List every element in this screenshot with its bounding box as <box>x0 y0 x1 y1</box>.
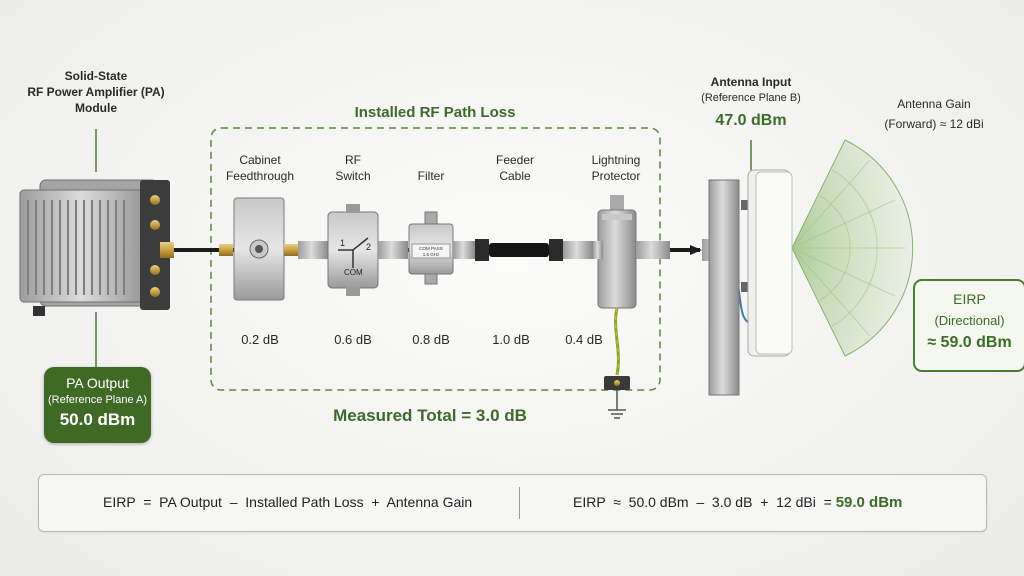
rf-switch-icon <box>298 204 408 296</box>
ground-wire <box>604 307 630 410</box>
cabinet-feedthrough-icon <box>219 197 298 301</box>
ground-symbol-icon <box>608 409 626 419</box>
eirp-value: ≈ 59.0 dBm <box>927 334 1012 351</box>
pa-module-title-line2: RF Power Amplifier (PA) <box>27 85 165 99</box>
component-label-lightning-protector: Lightning Protector <box>576 152 656 184</box>
loss-value-rf-switch: 0.6 dB <box>334 332 372 347</box>
antenna-input-subtitle: (Reference Plane B) <box>701 92 801 104</box>
measured-total: Measured Total = 3.0 dB <box>333 406 527 425</box>
eirp-subtitle: (Directional) <box>934 313 1005 328</box>
path-loss-title: Installed RF Path Loss <box>354 104 516 121</box>
component-label-cabinet-feedthrough: Cabinet Feedthrough <box>224 152 296 184</box>
antenna-input-title: Antenna Input <box>710 75 792 89</box>
antenna-input-label: Antenna Input (Reference Plane B) 47.0 d… <box>686 74 816 130</box>
filter-label-line1: COM PASS <box>419 246 442 251</box>
antenna-beam <box>791 139 914 357</box>
pa-output-subtitle: (Reference Plane A) <box>47 394 148 406</box>
antenna-input-value: 47.0 dBm <box>715 112 787 129</box>
pa-output-value: 50.0 dBm <box>59 410 136 429</box>
switch-port-1: 1 <box>340 238 345 248</box>
component-name-line: Feedthrough <box>225 169 295 183</box>
component-name-line: Lightning <box>591 153 641 167</box>
formula-bar: EIRP = PA Output – Installed Path Loss +… <box>38 474 987 532</box>
signal-arrow <box>690 245 702 255</box>
loss-value-lightning-protector: 0.4 dB <box>565 332 603 347</box>
pa-module-title-line1: Solid-State <box>64 69 128 83</box>
pa-module-title: Solid-State RF Power Amplifier (PA) Modu… <box>10 68 182 116</box>
eirp-title: EIRP <box>953 291 986 307</box>
component-name-line: Cable <box>499 169 531 183</box>
antenna-gain-title: Antenna Gain <box>897 97 971 111</box>
formula-general: EIRP = PA Output – Installed Path Loss +… <box>103 494 473 510</box>
mast-pole <box>708 179 755 396</box>
lightning-protector-icon <box>593 195 670 309</box>
component-name-line: Feeder <box>495 153 535 167</box>
pa-module-icon <box>19 179 174 316</box>
loss-value-filter: 0.8 dB <box>412 332 450 347</box>
loss-value-feeder-cable: 1.0 dB <box>492 332 530 347</box>
antenna-gain-label: Antenna Gain (Forward) ≈ 12 dBi <box>866 96 1002 132</box>
formula-result: 59.0 dBm <box>835 494 903 511</box>
eirp-box: EIRP (Directional) ≈ 59.0 dBm <box>913 279 1024 372</box>
component-label-filter: Filter <box>396 168 466 184</box>
component-name-line: Protector <box>591 169 641 183</box>
filter-icon <box>408 211 475 285</box>
filter-label-line2: 1.6 GHz <box>423 252 440 257</box>
component-name-line: Switch <box>335 169 371 183</box>
component-label-rf-switch: RF Switch <box>318 152 388 184</box>
loss-value-cabinet-feedthrough: 0.2 dB <box>241 332 279 347</box>
switch-port-2: 2 <box>366 242 371 252</box>
pa-output-title: PA Output <box>66 375 129 391</box>
switch-port-com: COM <box>344 268 363 277</box>
formula-divider <box>519 487 520 519</box>
feeder-cable-icon <box>475 239 593 261</box>
panel-antenna-icon <box>747 169 793 357</box>
component-name-line: RF <box>345 153 361 167</box>
pa-module-title-line3: Module <box>75 101 117 115</box>
formula-computed: EIRP ≈ 50.0 dBm – 3.0 dB + 12 dBi = 59.0… <box>573 494 902 511</box>
component-name-line: Cabinet <box>239 153 281 167</box>
formula-computed-expression: EIRP ≈ 50.0 dBm – 3.0 dB + 12 dBi = <box>573 494 832 510</box>
antenna-gain-value: (Forward) ≈ 12 dBi <box>884 117 984 131</box>
component-label-feeder-cable: Feeder Cable <box>480 152 550 184</box>
component-name-line: Filter <box>417 169 445 183</box>
pa-output-box: PA Output (Reference Plane A) 50.0 dBm <box>44 367 151 443</box>
